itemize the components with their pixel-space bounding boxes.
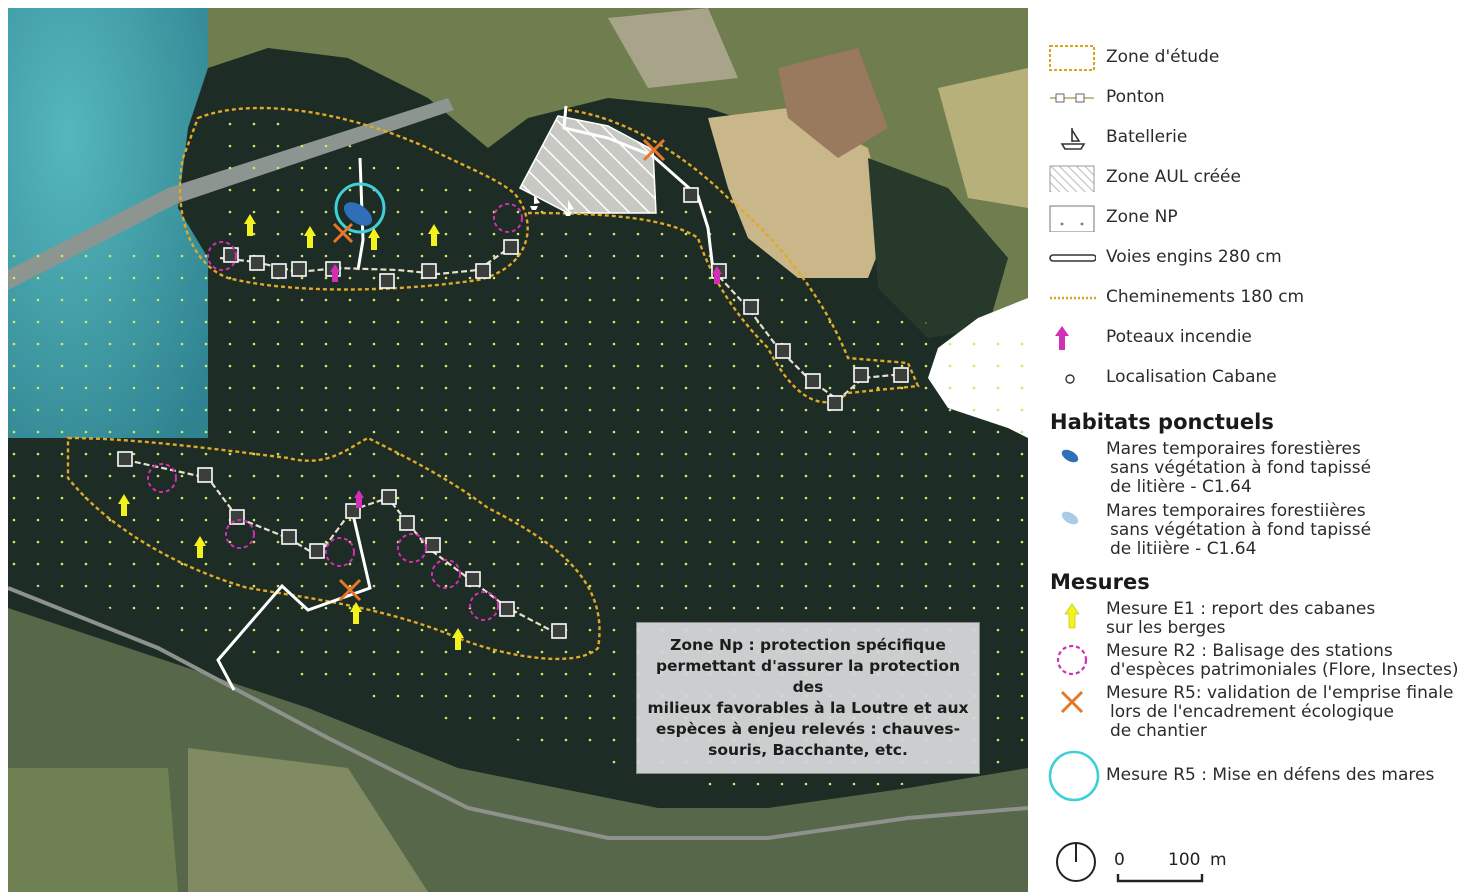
habitat-item-1: Mares temporaires forestières sans végét… (1106, 440, 1371, 497)
legend-label: Cheminements 180 cm (1106, 287, 1305, 307)
legend-item-zone-etude: Zone d'étude (1044, 40, 1464, 76)
mesure-item-r5-mares: Mesure R5 : Mise en défens des mares (1106, 766, 1434, 785)
legend-label: Zone AUL créée (1106, 167, 1241, 187)
mesure-line: sur les berges (1106, 618, 1226, 638)
scale-unit: m (1210, 850, 1227, 870)
habitat-line: de litiière - C1.64 (1110, 539, 1257, 559)
pond-light-icon (1061, 511, 1079, 525)
pond-dark-icon (1061, 449, 1079, 463)
hatched-rect-icon (1049, 165, 1095, 192)
r2-circles (147, 203, 523, 621)
legend-item-voies-engins: Voies engins 280 cm (1044, 240, 1464, 276)
note-line: Zone Np : protection spécifique (670, 636, 946, 654)
field-light (938, 68, 1028, 208)
legend-item-cheminements: Cheminements 180 cm (1044, 280, 1464, 316)
legend-label: Localisation Cabane (1106, 367, 1277, 387)
legend-item-cabane: Localisation Cabane (1044, 360, 1464, 396)
boat-icons (530, 194, 574, 216)
orange-cross-icon (1060, 690, 1084, 714)
r5-crosses (332, 138, 666, 602)
legend-item-ponton: Ponton (1044, 80, 1464, 116)
scale-bar: 0 100 m (1052, 838, 1252, 888)
mesure-line: Mesure E1 : report des cabanes (1106, 599, 1376, 619)
dotted-rect-icon (1049, 205, 1095, 232)
field-south-green (8, 768, 178, 892)
road-south (8, 586, 1028, 840)
note-line: espèces à enjeu relevés : chauves- (655, 720, 961, 738)
magenta-dashed-circle-icon (1056, 644, 1088, 676)
scale-line (1116, 874, 1204, 883)
legend-item-poteaux: Poteaux incendie (1044, 320, 1464, 356)
zone-np-note-text: Zone Np : protection spécifique permetta… (637, 635, 979, 761)
small-circle-icon (1065, 374, 1075, 384)
legend-label: Zone d'étude (1106, 47, 1220, 67)
r5-mare-circle (334, 182, 386, 234)
field-brown (778, 48, 888, 158)
study-zone-outlines (66, 106, 920, 661)
habitat-line: de litière - C1.64 (1110, 477, 1252, 497)
scale-zero: 0 (1114, 850, 1125, 870)
mesure-line: lors de l'encadrement écologique (1110, 702, 1395, 722)
mare-pond (343, 202, 373, 226)
boat-icon (1060, 128, 1086, 150)
habitat-line: Mares temporaires forestiières (1106, 501, 1366, 521)
legend-label: Ponton (1106, 87, 1165, 107)
cabane-markers (117, 187, 909, 639)
zone-np-note-box: Zone Np : protection spécifique permetta… (636, 622, 980, 774)
legend-label: Voies engins 280 cm (1106, 247, 1282, 267)
legend-item-zone-aul: Zone AUL créée (1044, 160, 1464, 196)
mesure-line: Mesure R5 : Mise en défens des mares (1106, 765, 1435, 785)
field-pale (608, 8, 738, 88)
mesure-item-r2: Mesure R2 : Balisage des stations d'espè… (1106, 642, 1458, 680)
cyan-circle-icon (1048, 750, 1100, 802)
field-south-light (188, 748, 428, 892)
map (8, 8, 1028, 892)
dashed-yellow-rect-icon (1049, 45, 1095, 71)
north-arrow-icon (1056, 842, 1096, 882)
scale-value: 100 (1168, 850, 1201, 870)
forest-north (868, 158, 1008, 338)
legend-item-zone-np: Zone NP (1044, 200, 1464, 236)
dotted-orange-line-icon (1050, 296, 1096, 300)
mesure-line: Mesure R5: validation de l'emprise final… (1106, 683, 1454, 703)
note-line: milieux favorables à la Loutre et aux (647, 699, 969, 717)
poteaux-incendie (330, 264, 722, 508)
e1-arrows (118, 214, 464, 650)
legend-label: Batellerie (1106, 127, 1188, 147)
magenta-arrow-icon (1055, 326, 1069, 350)
habitat-line: sans végétation à fond tapissé (1110, 520, 1372, 540)
mesure-item-r5-emprise: Mesure R5: validation de l'emprise final… (1106, 684, 1453, 741)
mesure-item-e1: Mesure E1 : report des cabanes sur les b… (1106, 600, 1375, 638)
note-line: souris, Bacchante, etc. (708, 741, 908, 759)
ponton-line-icon (1050, 93, 1094, 103)
mesure-line: d'espèces patrimoniales (Flore, Insectes… (1110, 660, 1459, 680)
legend-label: Zone NP (1106, 207, 1178, 227)
yellow-arrow-icon (1064, 603, 1080, 629)
mesures-title: Mesures (1050, 570, 1150, 594)
habitat-line: sans végétation à fond tapissé (1110, 458, 1372, 478)
white-double-line-icon (1049, 254, 1096, 262)
map-legend: Zone d'étude Ponton Batellerie Zone AUL … (1036, 36, 1468, 892)
mesure-line: de chantier (1110, 721, 1207, 741)
legend-item-batellerie: Batellerie (1044, 120, 1464, 156)
note-line: permettant d'assurer la protection des (655, 657, 961, 696)
mesure-line: Mesure R2 : Balisage des stations (1106, 641, 1393, 661)
habitat-line: Mares temporaires forestières (1106, 439, 1361, 459)
legend-label: Poteaux incendie (1106, 327, 1252, 347)
habitat-item-2: Mares temporaires forestiières sans végé… (1106, 502, 1371, 559)
habitats-title: Habitats ponctuels (1050, 410, 1274, 434)
